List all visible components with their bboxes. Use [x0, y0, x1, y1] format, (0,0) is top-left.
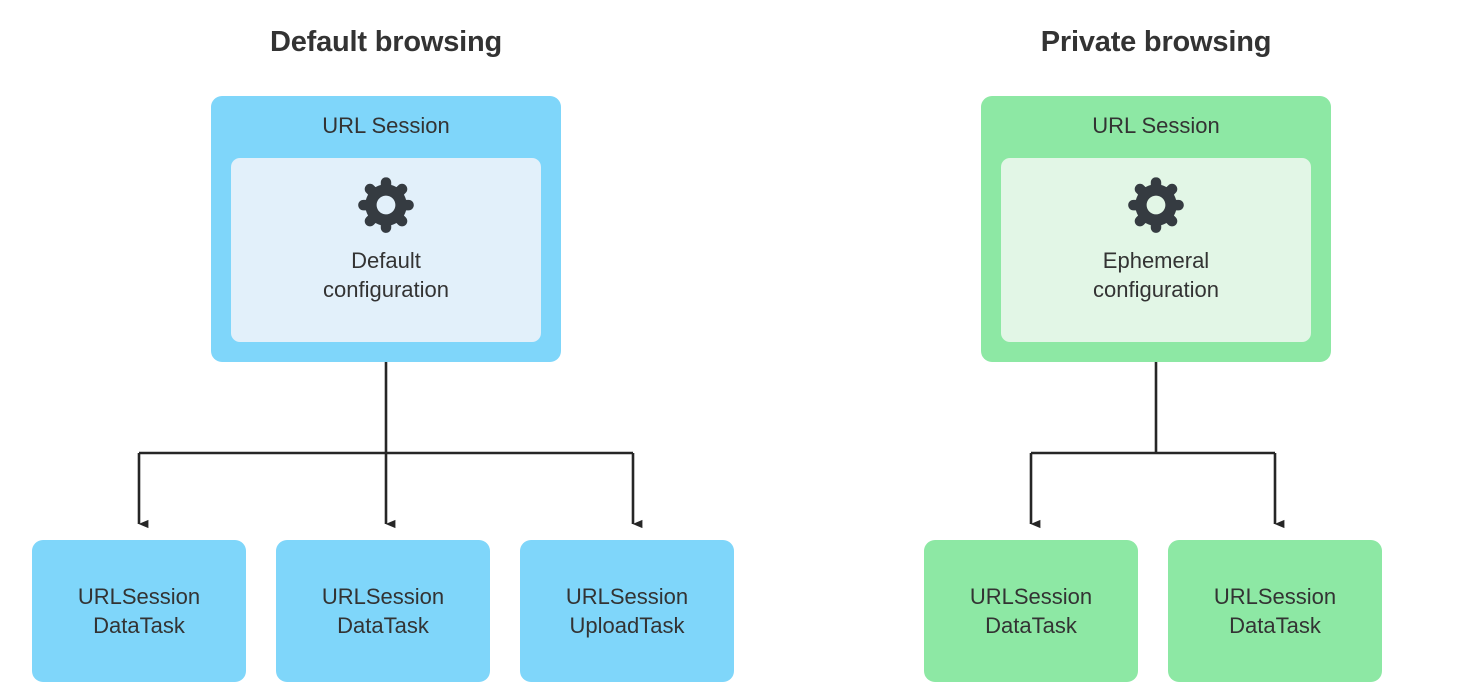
task-label: URLSession DataTask [77, 583, 201, 638]
ephemeral-configuration-panel[interactable]: Ephemeral configuration [1001, 158, 1311, 342]
gear-icon [1125, 174, 1187, 236]
url-session-box-private[interactable]: URL Session Ephemeral configuration [981, 96, 1331, 362]
default-configuration-panel[interactable]: Default configuration [231, 158, 541, 342]
task-box-default-0[interactable]: URLSession DataTask [32, 540, 246, 682]
task-label: URLSession DataTask [969, 583, 1093, 638]
task-label: URLSession UploadTask [565, 583, 689, 638]
url-session-label-default: URL Session [322, 113, 450, 138]
column-title-default-browsing: Default browsing [269, 26, 503, 58]
task-label: URLSession DataTask [321, 583, 445, 638]
gear-icon [355, 174, 417, 236]
url-session-label-private: URL Session [1092, 113, 1220, 138]
default-configuration-label: Default configuration [323, 248, 449, 303]
task-box-default-2[interactable]: URLSession UploadTask [520, 540, 734, 682]
task-box-default-1[interactable]: URLSession DataTask [276, 540, 490, 682]
task-box-private-1[interactable]: URLSession DataTask [1168, 540, 1382, 682]
task-box-private-0[interactable]: URLSession DataTask [924, 540, 1138, 682]
ephemeral-configuration-label: Ephemeral configuration [1093, 248, 1219, 303]
url-session-box-default[interactable]: URL Session Default configuration [211, 96, 561, 362]
column-title-private-browsing: Private browsing [1040, 26, 1272, 58]
task-label: URLSession DataTask [1213, 583, 1337, 638]
